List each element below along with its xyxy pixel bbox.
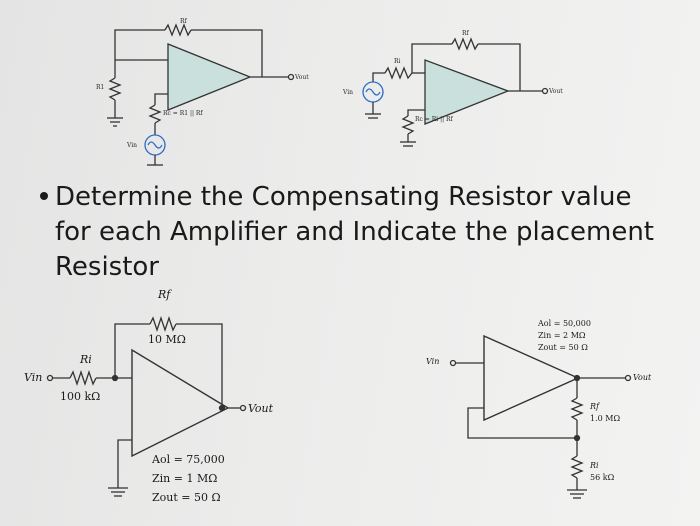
top-left-rf-resistor <box>164 23 192 37</box>
top-left-r1-label: R1 <box>96 84 105 91</box>
bottom-left-circuit <box>46 315 247 497</box>
top-right-rf-resistor <box>451 37 479 51</box>
bottom-left-spec-zout: Zout = 50 Ω <box>152 491 221 504</box>
bottom-left-vin-label: Vin <box>24 371 43 384</box>
top-right-vout-label: Vout <box>549 88 563 95</box>
bottom-left-rf-value: 10 MΩ <box>148 333 186 346</box>
bottom-right-spec-aol: Aol = 50,000 <box>538 319 591 328</box>
bottom-left-opamp <box>131 348 230 458</box>
bullet-marker <box>40 192 48 200</box>
top-left-vin-label: Vin <box>127 142 138 149</box>
top-right-rc-resistor <box>401 115 415 135</box>
top-right-rf-label: Rf <box>462 30 469 37</box>
top-left-opamp <box>167 43 252 111</box>
bottom-left-ri-label: Ri <box>80 353 92 366</box>
top-left-circuit <box>107 23 295 166</box>
top-right-comp-label: Rc = Ri || Rf <box>415 116 453 123</box>
bottom-right-ri-value: 56 kΩ <box>590 473 615 482</box>
bottom-right-vin-label: Vin <box>426 357 440 366</box>
bottom-right-ri-resistor <box>570 455 584 479</box>
top-left-rf-label: Rf <box>180 18 187 25</box>
bottom-left-vout-label: Vout <box>248 402 274 415</box>
bottom-right-vout-label: Vout <box>633 373 652 382</box>
bottom-right-opamp <box>483 334 580 422</box>
top-right-vin-label: Vin <box>343 89 354 96</box>
bottom-right-rf-label: Rf <box>590 402 599 411</box>
bottom-left-rf-label: Rf <box>158 288 171 301</box>
top-left-comp-label: Rc = R1 || Rf <box>163 110 203 117</box>
bottom-left-specs: Aol = 75,000 Zin = 1 MΩ Zout = 50 Ω <box>152 450 225 507</box>
bottom-right-specs: Aol = 50,000 Zin = 2 MΩ Zout = 50 Ω <box>538 318 591 354</box>
top-right-circuit <box>362 37 549 147</box>
bottom-left-spec-zin: Zin = 1 MΩ <box>152 472 218 485</box>
bottom-right-spec-zin: Zin = 2 MΩ <box>538 331 586 340</box>
bottom-right-rf-value: 1.0 MΩ <box>590 414 621 423</box>
top-left-rc-resistor <box>148 104 162 124</box>
bullet-text: Determine the Compensating Resistor valu… <box>55 182 654 282</box>
top-right-opamp <box>424 59 510 125</box>
bottom-left-spec-aol: Aol = 75,000 <box>152 453 225 466</box>
bottom-right-circuit <box>449 334 632 499</box>
bottom-right-ri-label: Ri <box>590 461 599 470</box>
bottom-right-spec-zout: Zout = 50 Ω <box>538 343 588 352</box>
top-right-ri-label: Ri <box>394 58 401 65</box>
bottom-left-ri-value: 100 kΩ <box>60 390 101 403</box>
top-left-r1-resistor <box>108 77 122 101</box>
top-right-ri-resistor <box>384 66 413 80</box>
top-left-vout-label: Vout <box>295 74 309 81</box>
bottom-left-ri-resistor <box>69 369 97 387</box>
bottom-right-rf-resistor <box>570 397 584 421</box>
bottom-left-rf-resistor <box>149 315 177 333</box>
